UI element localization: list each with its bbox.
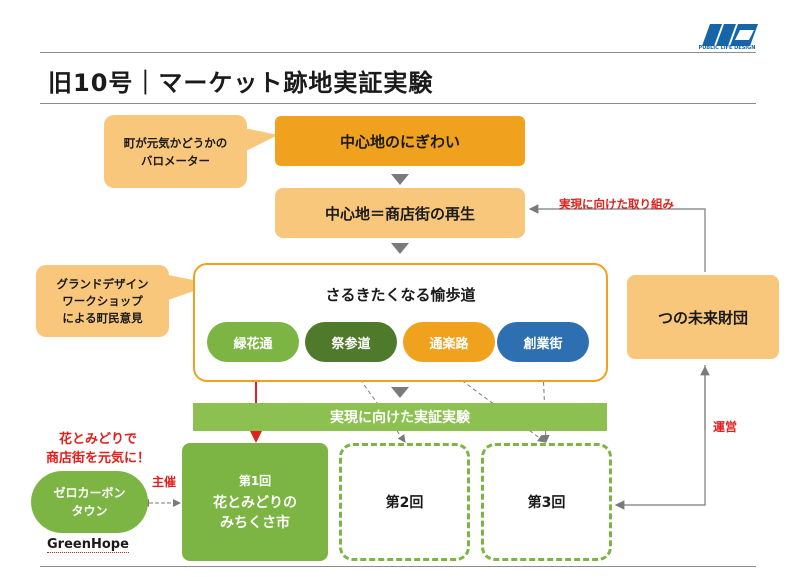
box-center-bustle: 中心地のにぎわい: [275, 116, 525, 166]
event-1-title-line1: 花とみどりの: [213, 494, 297, 511]
zero-carbon-line2: タウン: [71, 504, 108, 518]
box-shopping-street-revival: 中心地＝商店街の再生: [275, 188, 525, 238]
callout-grand-design-line3: による町民意見: [62, 310, 143, 325]
patmo-logo-icon: [700, 20, 760, 50]
label-realize-efforts: 実現に向けた取り組み: [559, 197, 674, 211]
callout-grand-design-line2: ワークショップ: [62, 293, 143, 308]
footer-rule: [40, 566, 756, 567]
pill-sogyo-gai: 創業街: [497, 322, 589, 362]
callout-grand-design: グランドデザイン ワークショップ による町民意見: [36, 265, 169, 337]
callout-barometer-line2: バロメーター: [141, 153, 210, 168]
zero-carbon-town: ゼロカーボン タウン: [31, 471, 148, 533]
event-1-title-line2: みちくさ市: [220, 514, 290, 531]
callout-barometer-line1: 町が元気かどうかの: [123, 135, 228, 150]
header-top-rule: [40, 52, 756, 53]
logo-text: PUBLIC LIFE DESIGN: [698, 45, 756, 51]
down-arrow-icon: [391, 387, 409, 398]
event-1-box: 第1回 花とみどりの みちくさ市: [182, 443, 328, 561]
callout-barometer: 町が元気かどうかの バロメーター: [104, 115, 247, 188]
realize-connector: [528, 204, 706, 272]
note-line2: 商店街を元気に！: [45, 451, 150, 466]
event-2-box: 第2回: [339, 443, 470, 561]
event-3-box: 第3回: [481, 443, 612, 561]
label-operate: 運営: [713, 420, 738, 434]
event-1-number: 第1回: [238, 473, 272, 488]
callout-grand-design-line1: グランドデザイン: [56, 276, 149, 291]
pill-sai-sando: 祭参道: [305, 322, 397, 362]
header-bottom-rule: [40, 103, 756, 104]
box-tsuno-future-foundation: つの未来財団: [627, 275, 779, 359]
page-title: 旧10号｜マーケット跡地実証実験: [48, 69, 434, 97]
walkway-title: さるきたくなる愉歩道: [325, 286, 476, 304]
pill-tsuraku-ro: 通楽路: [403, 322, 495, 362]
down-arrow-icon: [391, 243, 409, 254]
pill-ryokka-dori: 緑花通: [207, 322, 299, 362]
zero-carbon-line1: ゼロカーボン: [53, 486, 126, 500]
note-flowers-greenery: 花とみどりで 商店街を元気に！: [28, 430, 168, 468]
down-arrow-icon: [391, 174, 409, 185]
label-host: 主催: [152, 475, 177, 489]
note-line1: 花とみどりで: [58, 432, 137, 447]
greenhope-label: GreenHope: [47, 537, 129, 553]
banner-demonstration: 実現に向けた実証実験: [193, 403, 607, 431]
